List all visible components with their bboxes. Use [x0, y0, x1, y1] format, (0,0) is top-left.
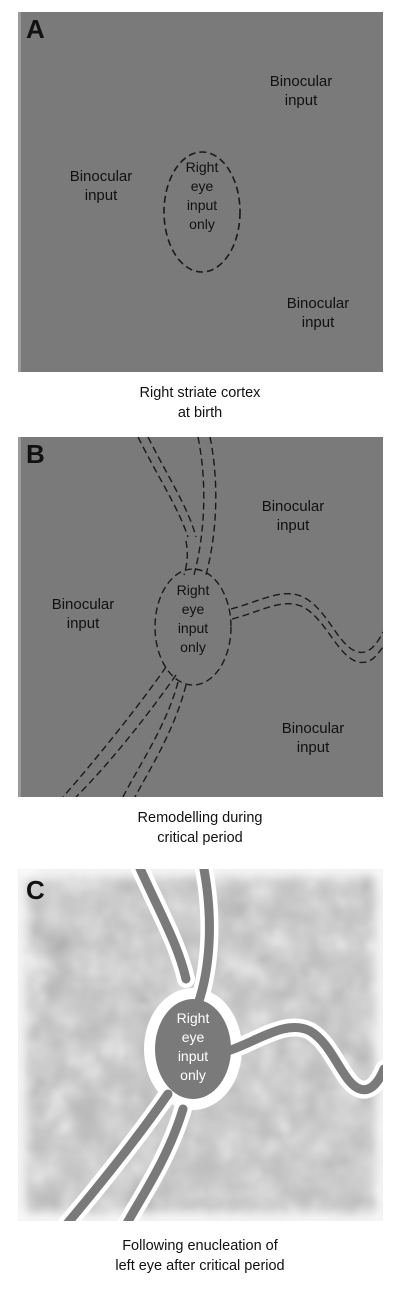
caption-c: Following enucleation of left eye after … [115, 1238, 285, 1274]
band-top-left [135, 869, 191, 984]
band-top-left-a [137, 437, 189, 538]
panel-a-background [18, 12, 383, 372]
band-bottom-left-b [123, 1104, 188, 1221]
binocular-label-top-right: Binocular input [261, 498, 325, 534]
panel-a-diagram [18, 12, 383, 372]
band-right-b [231, 602, 383, 664]
band-top-center-b [205, 437, 217, 576]
band-bottom-left-c [122, 681, 179, 797]
panel-letter-a: A [26, 14, 45, 44]
band-bottom-left-a [63, 1089, 173, 1221]
right-eye-label: Right eye input only [185, 159, 219, 232]
panel-a: A Binocular input Binocular input Binocu… [18, 12, 383, 372]
binocular-label-bottom-right: Binocular input [281, 720, 345, 756]
panel-letter-b: B [26, 439, 45, 469]
band-bottom-left-a [62, 666, 167, 797]
right-eye-label: Right eye input only [176, 582, 210, 655]
right-eye-region-outline [163, 151, 241, 273]
band-bottom-left-d [134, 684, 187, 797]
panel-c: C Right eye input only [18, 869, 383, 1221]
band-top-center [193, 869, 214, 1009]
caption-a: Right striate cortex at birth [139, 385, 261, 421]
panel-c-diagram [18, 869, 383, 1221]
band-top-center-c [183, 540, 189, 576]
band-top-center-a [193, 437, 205, 576]
panel-b-background [18, 437, 383, 797]
right-eye-region-outline-b [154, 568, 232, 686]
right-eye-label: Right eye input only [176, 1010, 210, 1083]
caption-b: Remodelling during critical period [137, 810, 263, 846]
band-right [223, 1023, 383, 1095]
binocular-label-bottom-right: Binocular input [286, 295, 350, 331]
band-right-a [230, 592, 383, 654]
binocular-label-left: Binocular input [69, 168, 133, 204]
panel-letter-c: C [26, 875, 45, 905]
binocular-label-top-right: Binocular input [269, 73, 333, 109]
right-eye-region-solid [155, 999, 231, 1099]
band-top-left-b [147, 437, 197, 538]
band-bottom-left-b [75, 674, 177, 797]
binocular-label-left: Binocular input [51, 596, 115, 632]
panel-b-diagram [18, 437, 383, 797]
panel-b: B Binocular input Binocular input Binocu… [18, 437, 383, 797]
